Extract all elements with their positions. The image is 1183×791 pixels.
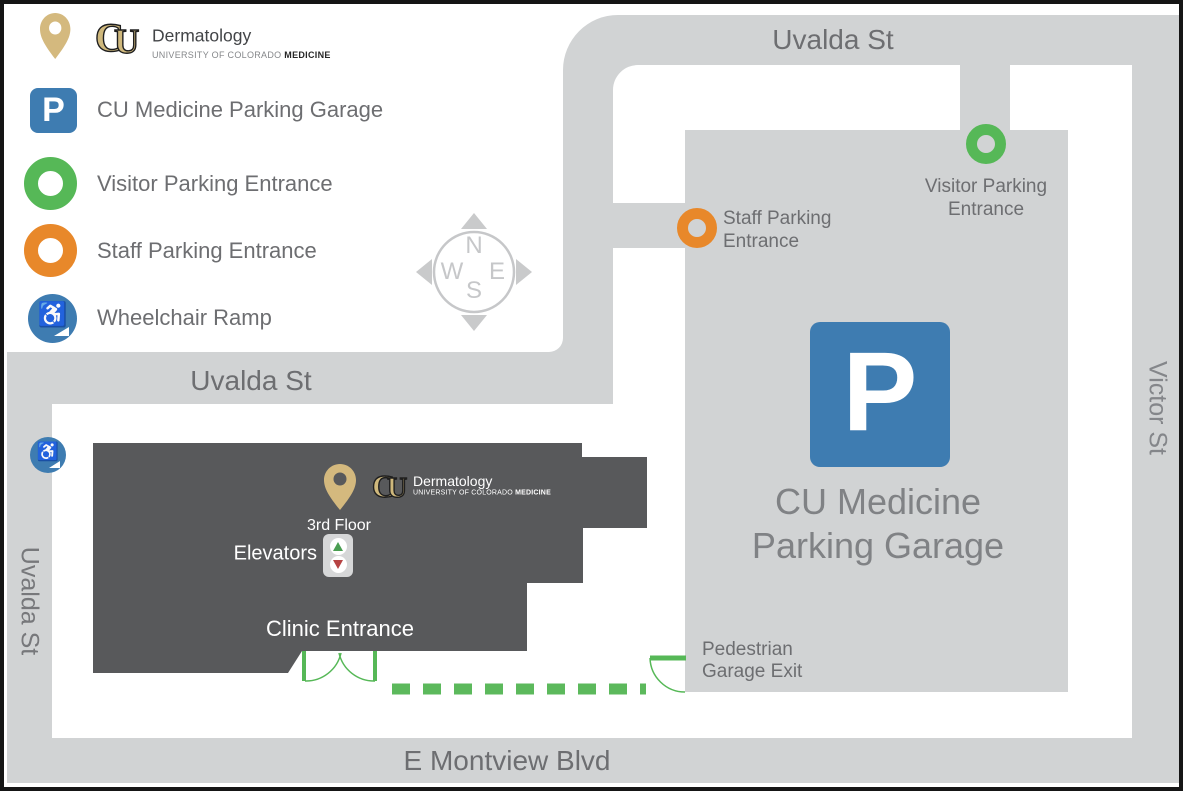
- garage-name-line2: Parking Garage: [751, 525, 1005, 566]
- wheelchair-glyph: ♿: [37, 301, 68, 329]
- legend-item-visitor-entrance: Visitor Parking Entrance: [97, 171, 333, 196]
- cu-logo-letter-c: C: [94, 15, 124, 60]
- building-brand-org-medicine: MEDICINE: [515, 489, 551, 497]
- street-label-victor: Victor St: [1143, 360, 1172, 456]
- cu-logo-letter-u: U: [386, 473, 408, 504]
- legend-brand-name: Dermatology: [152, 25, 252, 46]
- map-wheelchair-ramp-icon: ♿: [30, 437, 66, 473]
- legend-location-pin-icon: [40, 13, 71, 59]
- compass-circle: [432, 230, 516, 314]
- pedestrian-annotation-line2: Garage Exit: [702, 661, 803, 682]
- street-label-uvalda-middle: Uvalda St: [190, 365, 312, 396]
- visitor-annotation-line1: Visitor Parking: [924, 176, 1048, 197]
- compass-south-label: S: [465, 277, 483, 304]
- building-brand-org: UNIVERSITY OF COLORADO MEDICINE: [413, 490, 551, 497]
- street-label-montview: E Montview Blvd: [403, 745, 611, 776]
- door-arc-left: [304, 652, 342, 682]
- elevator-up-button: [329, 538, 347, 555]
- compass-arrow-north: [461, 213, 487, 229]
- garage-door-arc: [649, 657, 686, 693]
- clinic-entrance-label: Clinic Entrance: [266, 616, 414, 641]
- legend-item-wheelchair-ramp: Wheelchair Ramp: [97, 305, 272, 330]
- ramp-wedge: [49, 461, 60, 468]
- road-uvalda-middle: [7, 352, 613, 404]
- elevators-label: Elevators: [233, 542, 317, 565]
- legend-brand-org-medicine: MEDICINE: [284, 50, 331, 60]
- wheelchair-glyph: ♿: [36, 441, 60, 462]
- down-arrow-icon: [333, 560, 343, 569]
- road-uvalda-left: [7, 352, 52, 783]
- legend-wheelchair-icon: ♿: [28, 294, 77, 343]
- visitor-entrance-marker: [966, 124, 1006, 164]
- staff-entrance-marker: [677, 208, 717, 248]
- building-pin-caption: 3rd Floor: [306, 517, 372, 534]
- legend-item-parking-garage: CU Medicine Parking Garage: [97, 97, 384, 122]
- garage-name-line1: CU Medicine: [774, 481, 982, 522]
- building-location-pin: [324, 464, 356, 510]
- staff-annotation-line1: Staff Parking: [723, 208, 832, 229]
- building-brand-org-university: UNIVERSITY OF COLORADO: [413, 489, 513, 497]
- street-label-uvalda-left: Uvalda St: [15, 546, 44, 656]
- clinic-building: [93, 443, 647, 673]
- cu-logo-letter-u: U: [113, 22, 140, 61]
- compass-rose: [416, 213, 532, 331]
- garage-parking-sign: P: [810, 322, 950, 467]
- legend-brand-org-university: UNIVERSITY OF COLORADO: [152, 50, 282, 60]
- compass-north-label: N: [465, 232, 483, 259]
- garage-exit-door: [649, 655, 686, 693]
- legend-visitor-marker-icon: [24, 157, 77, 210]
- clinic-entrance-doors: [302, 651, 377, 682]
- door-arc-right: [338, 652, 376, 682]
- elevator-down-button: [329, 556, 347, 573]
- up-arrow-icon: [333, 542, 343, 551]
- garage-parking-sign-letter: P: [842, 329, 918, 454]
- visitor-annotation-line2: Entrance: [947, 199, 1025, 220]
- compass-arrow-east: [516, 259, 532, 285]
- ramp-wedge: [54, 327, 69, 336]
- legend-parking-sign-letter: P: [42, 91, 65, 129]
- legend-cu-logo: C U: [94, 15, 147, 62]
- compass-east-label: E: [488, 258, 506, 285]
- road-uvalda-top-loop: [7, 15, 1180, 404]
- compass-arrow-west: [416, 259, 432, 285]
- building-brand-name: Dermatology: [413, 473, 493, 489]
- legend-item-staff-entrance: Staff Parking Entrance: [97, 238, 317, 263]
- compass-west-label: W: [440, 258, 464, 285]
- compass-arrow-south: [461, 315, 487, 331]
- legend-parking-sign-icon: P: [30, 88, 77, 133]
- pedestrian-annotation-line1: Pedestrian: [702, 639, 793, 660]
- road-victor: [1132, 15, 1180, 783]
- building-cu-logo: C U: [371, 468, 412, 508]
- legend-staff-marker-icon: [24, 224, 77, 277]
- staff-annotation-line2: Entrance: [723, 231, 800, 252]
- cu-logo-letter-c: C: [371, 468, 396, 504]
- elevator-icon: [323, 534, 353, 577]
- legend-brand-org: UNIVERSITY OF COLORADO MEDICINE: [152, 50, 331, 60]
- street-label-uvalda-top: Uvalda St: [772, 24, 894, 55]
- road-montview: [7, 738, 1180, 783]
- visitor-entrance-driveway: [960, 60, 1010, 135]
